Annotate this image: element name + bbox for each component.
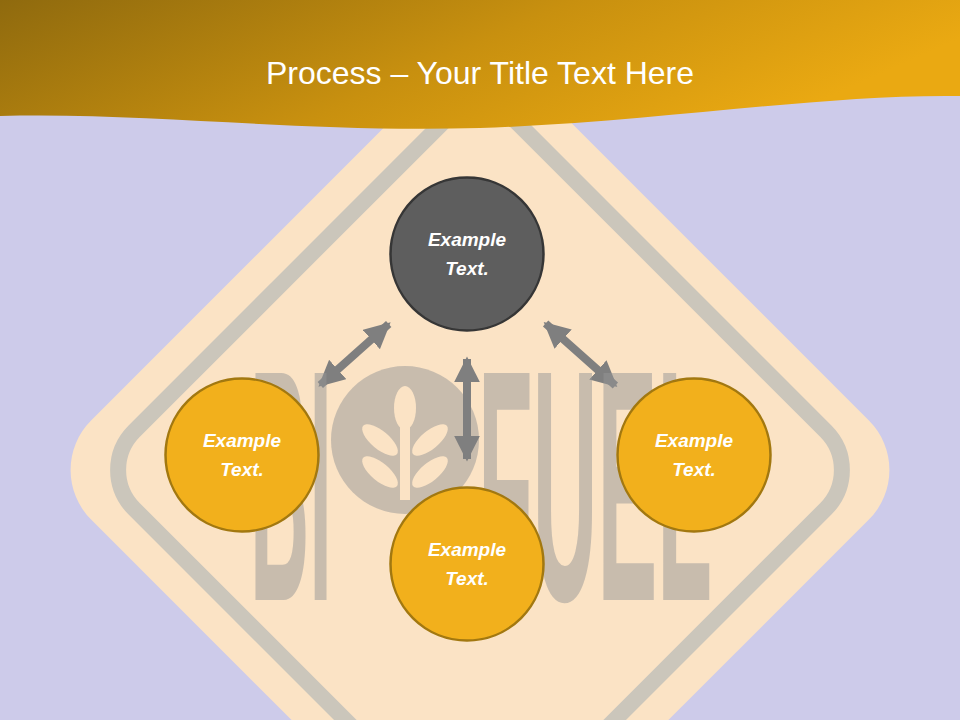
circle-outline [616,377,772,533]
node-text: Example Text. [642,426,746,484]
leaf [357,451,402,493]
slide-title: Process – Your Title Text Here [0,53,960,93]
circle-outline [164,377,320,533]
leaf [394,386,416,430]
circle-outline [389,176,545,332]
circle-shape [391,178,544,331]
biofuel-sign [42,32,919,720]
band-shape [0,0,960,129]
node-text: Example Text. [415,225,519,283]
process-circle: Example Text. [164,377,320,533]
sign-ring [95,85,864,720]
sign-diamond [42,32,919,720]
leaf [407,451,452,493]
circle-shape [166,379,319,532]
circle-outline [389,486,545,642]
process-circle: Example Text. [616,377,772,533]
double-arrow [463,359,471,459]
node-text: Example Text. [190,426,294,484]
circle-shape [391,488,544,641]
leaf [357,419,402,461]
leaf [407,419,452,461]
process-circle: Example Text. [389,486,545,642]
process-circle: Example Text. [389,176,545,332]
circle-shape [618,379,771,532]
node-text: Example Text. [415,535,519,593]
